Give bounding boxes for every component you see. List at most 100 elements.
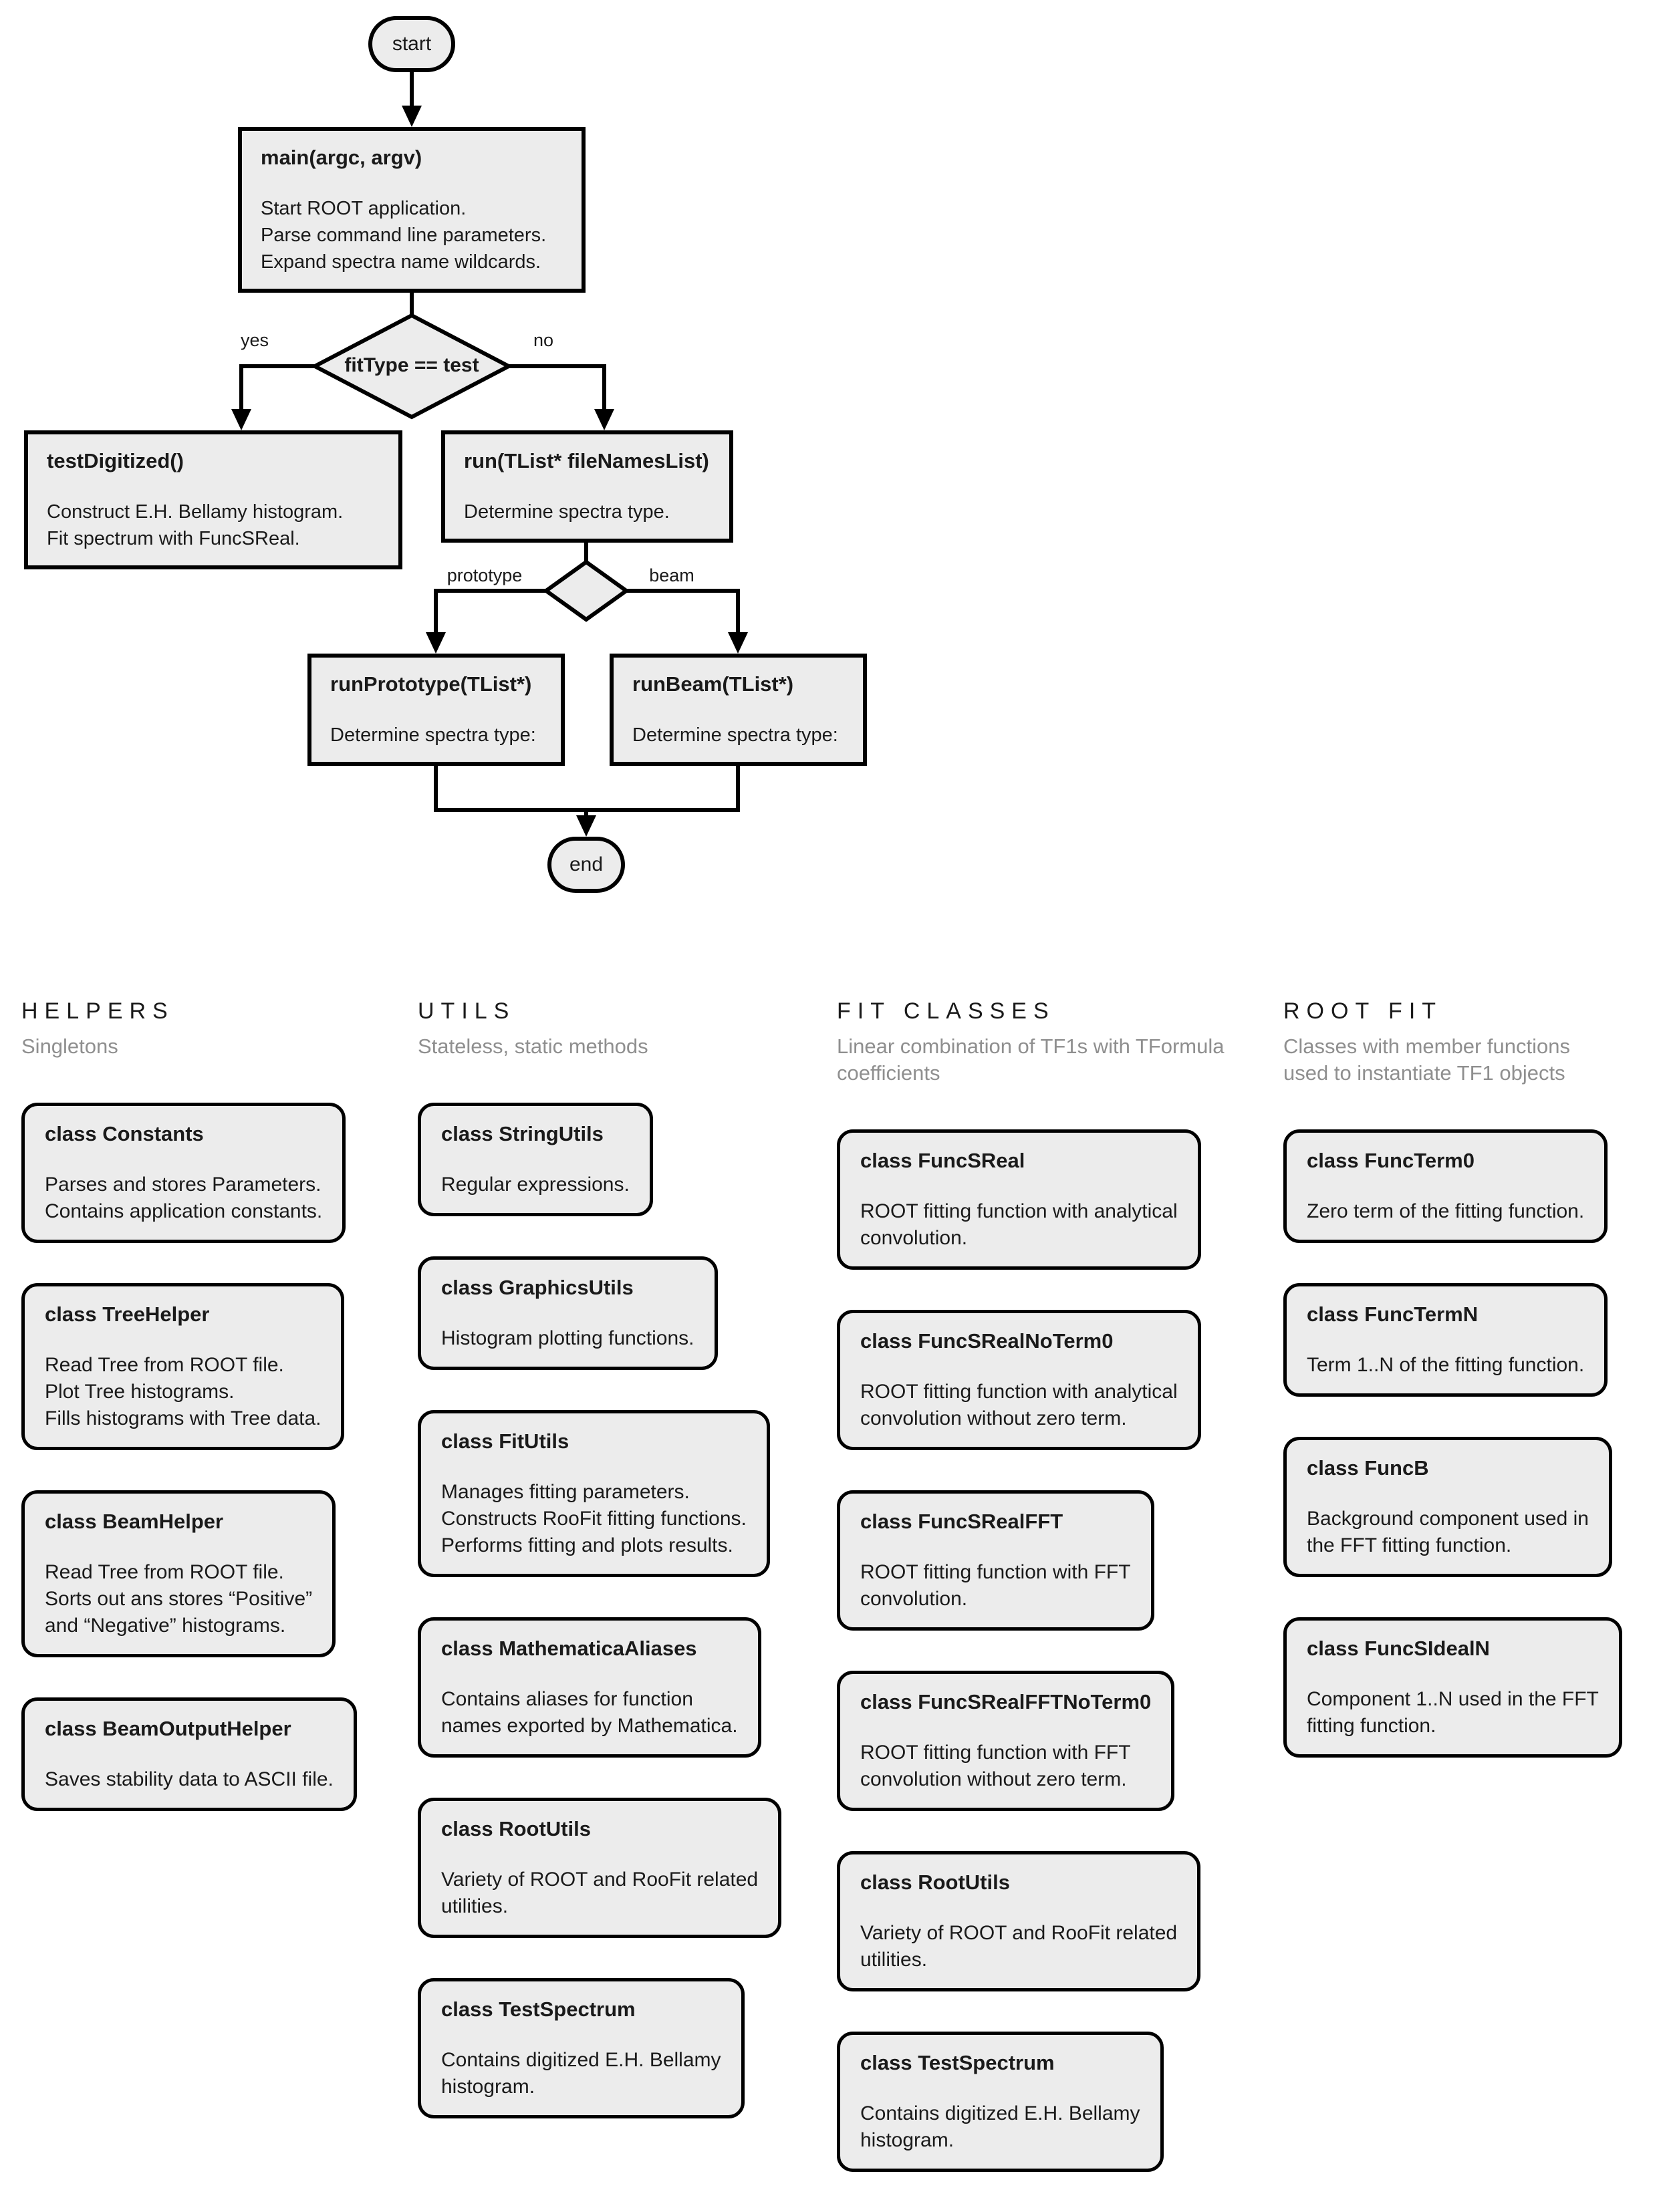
arrowhead-into-testdigitized — [231, 409, 251, 430]
class-box-line: Contains application constants. — [45, 1200, 323, 1222]
class-box-title: class FuncSReal — [860, 1149, 1025, 1172]
testdigitized-box-line: Fit spectrum with FuncSReal. — [47, 528, 300, 549]
class-box-line: Read Tree from ROOT file. — [45, 1561, 284, 1583]
end-label: end — [569, 853, 604, 875]
class-box-line: Parses and stores Parameters. — [45, 1173, 322, 1196]
class-box-title: class FuncTermN — [1307, 1302, 1479, 1326]
class-box-line: Plot Tree histograms. — [45, 1381, 235, 1403]
class-box-title: class GraphicsUtils — [441, 1276, 634, 1299]
arrowhead-into-end — [576, 815, 596, 837]
class-box-title: class BeamOutputHelper — [45, 1717, 291, 1740]
decision-fittype-label: fitType == test — [344, 354, 479, 376]
flowchart: start main(argc, argv) Start ROOT applic… — [0, 0, 1663, 949]
runprototype-box-line: Determine spectra type: — [330, 724, 536, 746]
class-box-title: class FuncSRealNoTerm0 — [860, 1329, 1114, 1353]
class-box-gap — [1307, 1482, 1589, 1506]
class-box-line: Sorts out ans stores “Positive” — [45, 1588, 313, 1610]
class-box-line: Contains digitized E.H. Bellamy — [860, 2102, 1140, 2124]
class-box-line: Histogram plotting functions. — [441, 1327, 694, 1349]
class-box-title: class TestSpectrum — [441, 1997, 636, 2021]
class-box-line: Contains aliases for function — [441, 1688, 693, 1710]
class-box-title: class Constants — [45, 1122, 204, 1145]
class-box-title: class BeamHelper — [45, 1510, 224, 1533]
main-box-line: Parse command line parameters. — [261, 225, 547, 246]
class-box-title: class RootUtils — [860, 1871, 1010, 1894]
no-edge-label: no — [533, 330, 554, 350]
class-box-title: class FuncSRealFFT — [860, 1510, 1063, 1533]
class-box-gap — [441, 1842, 758, 1867]
section-subtitle: Linear combination of TF1s with TFormula… — [837, 1034, 1225, 1085]
class-box-line: Read Tree from ROOT file. — [45, 1354, 284, 1376]
class-box-title: class TreeHelper — [45, 1302, 210, 1326]
class-box-gap — [1307, 1328, 1584, 1352]
main-box: main(argc, argv) Start ROOT application.… — [238, 127, 586, 293]
section-title: HELPERS — [21, 998, 174, 1024]
class-box-line: Background component used in — [1307, 1508, 1589, 1530]
class-box-title: class FuncTerm0 — [1307, 1149, 1475, 1172]
run-box-title: run(TList* fileNamesList) — [464, 449, 709, 472]
class-box-gap — [45, 1328, 321, 1352]
class-box-line: Zero term of the fitting function. — [1307, 1200, 1585, 1222]
end-node: end — [547, 837, 625, 893]
class-box-line: Component 1..N used in the FFT — [1307, 1688, 1599, 1710]
edge-beam — [626, 589, 740, 635]
class-box-title: class FitUtils — [441, 1429, 569, 1453]
arrowhead-into-main — [402, 106, 422, 127]
edge-no — [509, 364, 606, 412]
class-box-gap — [441, 1455, 747, 1479]
edge-yes — [239, 364, 315, 412]
start-node: start — [368, 16, 455, 72]
arrowhead-into-run — [594, 409, 614, 430]
class-box-gap — [441, 1147, 630, 1171]
arrowhead-into-runbeam — [728, 632, 748, 654]
class-box-line: fitting function. — [1307, 1715, 1436, 1737]
section-title: ROOT FIT — [1283, 998, 1443, 1024]
testdigitized-box-title: testDigitized() — [47, 449, 184, 472]
class-box-gap — [45, 1742, 334, 1766]
decision-fittype-diamond — [310, 313, 513, 420]
class-box-line: Performs fitting and plots results. — [441, 1534, 733, 1556]
class-box-line: ROOT fitting function with FFT — [860, 1742, 1131, 1764]
class-box-line: Variety of ROOT and RooFit related — [441, 1869, 759, 1891]
class-box-line: convolution without zero term. — [860, 1407, 1127, 1429]
edge-prototype — [434, 589, 546, 635]
runbeam-box-title: runBeam(TList*) — [632, 672, 794, 696]
yes-edge-label: yes — [240, 330, 269, 350]
class-box-line: utilities. — [441, 1895, 509, 1917]
class-box-line: Saves stability data to ASCII file. — [45, 1768, 334, 1790]
class-box-gap — [860, 2076, 1140, 2100]
run-box: run(TList* fileNamesList) Determine spec… — [441, 430, 733, 543]
class-box-title: class RootUtils — [441, 1817, 591, 1840]
arrowhead-into-runprototype — [426, 632, 446, 654]
class-box-line: utilities. — [860, 1949, 928, 1971]
decision-spectra-diamond — [542, 559, 630, 622]
section-subtitle: Stateless, static methods — [418, 1034, 648, 1058]
prototype-edge-label: prototype — [446, 565, 523, 585]
class-box-gap — [441, 2023, 721, 2047]
class-box-line: histogram. — [441, 2076, 535, 2098]
class-box-line: convolution without zero term. — [860, 1768, 1127, 1790]
class-box-gap — [441, 1301, 694, 1325]
class-box-line: and “Negative” histograms. — [45, 1615, 286, 1637]
